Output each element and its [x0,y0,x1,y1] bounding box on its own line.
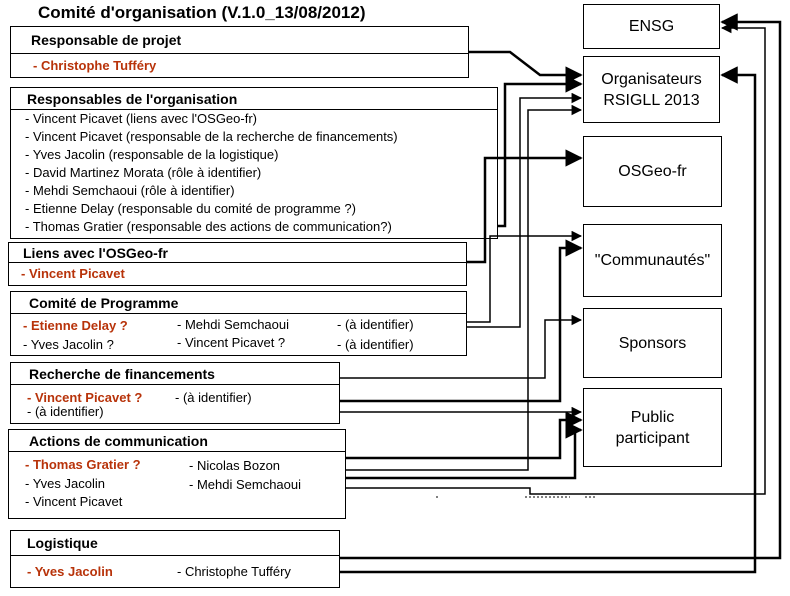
box-responsable-projet: Responsable de projet - Christophe Tuffé… [10,26,469,78]
person-entry: - David Martinez Morata (rôle à identifi… [25,165,262,180]
connector-organisation-organisateurs [498,75,583,228]
box-header: Recherche de financements [11,363,339,385]
box-logistique: Logistique - Yves Jacolin - Christophe T… [10,530,340,588]
box-liens-osgeo: Liens avec l'OSGeo-fr - Vincent Picavet [8,242,467,286]
box-comite-programme: Comité de Programme - Etienne Delay ? - … [10,291,467,356]
box-sponsors: Sponsors [583,308,722,378]
box-label: ENSG [628,18,675,35]
person-entry: - Etienne Delay ? [23,318,128,333]
box-header: Logistique [11,531,339,556]
person-entry: - Christophe Tufféry [33,58,157,73]
box-header: Actions de communication [9,430,345,452]
connector-communication-public [346,411,583,460]
connector-projet-organisateurs [469,50,583,84]
person-entry: - Vincent Picavet ? [177,335,286,350]
person-entry: - Mehdi Semchaoui [189,477,301,492]
person-entry: - Thomas Gratier (responsable des action… [25,219,392,234]
box-actions-communication: Actions de communication - Thomas Gratie… [8,429,346,519]
box-label: participant [615,429,690,447]
box-ensg: ENSG [583,4,720,49]
box-label: RSIGLL 2013 [603,91,700,109]
person-entry: - Vincent Picavet (liens avec l'OSGeo-fr… [25,111,257,126]
person-entry: - (à identifier) [337,317,414,332]
person-entry: - Vincent Picavet [21,266,125,281]
person-entry: - Thomas Gratier ? [25,457,141,472]
box-label: OSGeo-fr [618,163,687,180]
person-entry: - Yves Jacolin [27,564,113,579]
box-recherche-financements: Recherche de financements - Vincent Pica… [10,362,340,424]
person-entry: - Mehdi Semchaoui (rôle à identifier) [25,183,235,198]
box-label: Public [630,408,675,426]
box-label: Sponsors [618,334,687,352]
box-public-participant: Public participant [583,388,722,467]
box-header: Comité de Programme [11,292,466,314]
diagram-title: Comité d'organisation (V.1.0_13/08/2012) [38,3,366,22]
box-label: Organisateurs [601,70,702,88]
person-entry: - Yves Jacolin (responsable de la logist… [25,147,279,162]
connector-communication-public-2 [346,421,583,480]
person-entry: - Vincent Picavet [25,494,123,509]
box-label: "Communautés" [594,252,711,269]
person-entry: - Etienne Delay (responsable du comité d… [25,201,356,216]
box-responsables-organisation: Responsables de l'organisation - Vincent… [10,87,498,239]
person-entry: - Vincent Picavet (responsable de la rec… [25,129,398,144]
box-communautes: "Communautés" [583,224,722,297]
person-entry: - Yves Jacolin [25,476,105,491]
person-entry: - (à identifier) [27,404,104,419]
box-header: Responsables de l'organisation [11,88,497,110]
box-header: Responsable de projet [11,27,468,54]
box-osgeo-fr: OSGeo-fr [583,136,722,207]
box-header: Liens avec l'OSGeo-fr [9,243,466,263]
person-entry: - Mehdi Semchaoui [177,317,289,332]
person-entry: - Vincent Picavet ? [27,390,143,405]
connector-programme-osgeo [467,230,583,323]
person-entry: - (à identifier) [337,337,414,352]
box-organisateurs: Organisateurs RSIGLL 2013 [583,56,720,123]
person-entry: - Christophe Tufféry [177,564,291,579]
person-entry: - Yves Jacolin ? [23,337,114,352]
person-entry: - (à identifier) [175,390,252,405]
person-entry: - Nicolas Bozon [189,458,281,473]
